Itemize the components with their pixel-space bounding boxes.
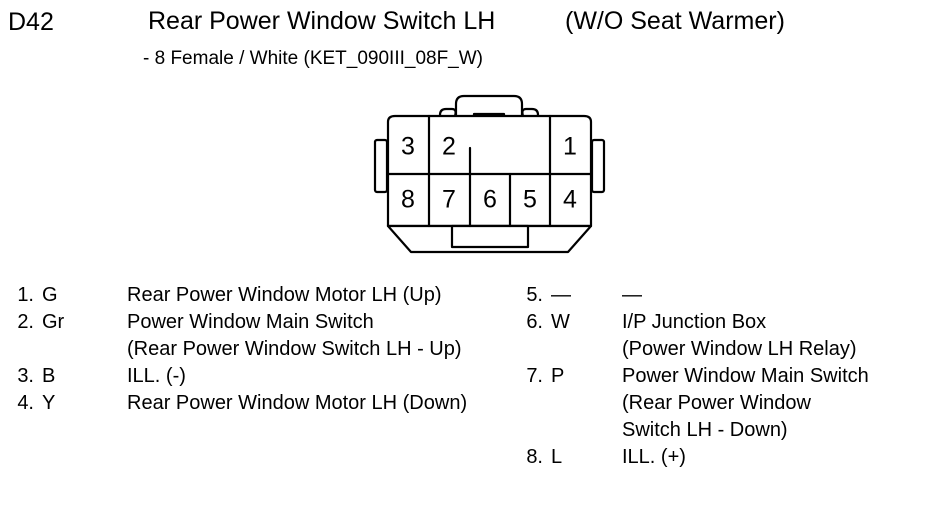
legend-wire-color: — (551, 284, 571, 306)
cavity-number-6: 6 (483, 186, 497, 214)
legend-pin-number: 3. (17, 365, 34, 387)
legend-description: Power Window Main Switch (127, 311, 374, 333)
cavity-number-3: 3 (401, 133, 415, 161)
connector-outline-svg: 3 2 1 8 7 6 5 4 (373, 94, 606, 254)
legend-description: Power Window Main Switch (622, 365, 869, 387)
legend-row: 2. Gr Power Window Main Switch (0, 309, 510, 336)
connector-variant: (W/O Seat Warmer) (565, 7, 785, 35)
legend-pin-number: 7. (526, 365, 543, 387)
legend-pin-number: 1. (17, 284, 34, 306)
connector-pinout-diagram: 3 2 1 8 7 6 5 4 (372, 86, 608, 262)
legend-row: 1. G Rear Power Window Motor LH (Up) (0, 282, 510, 309)
legend-row-continuation: (Power Window LH Relay) (505, 336, 935, 363)
legend-row: 8. L ILL. (+) (505, 444, 935, 471)
legend-wire-color: Y (42, 392, 56, 414)
legend-description: — (622, 284, 642, 306)
cavity-number-8: 8 (401, 186, 415, 214)
cavity-number-7: 7 (442, 186, 456, 214)
legend-pin-number: 6. (526, 311, 543, 333)
legend-column-left: 1. G Rear Power Window Motor LH (Up) 2. … (0, 282, 510, 417)
legend-row-continuation: (Rear Power Window Switch LH - Up) (0, 336, 510, 363)
cavity-number-2: 2 (442, 133, 456, 161)
legend-column-right: 5. — — 6. W I/P Junction Box (Power Wind… (505, 282, 935, 471)
legend-row: 7. P Power Window Main Switch (505, 363, 935, 390)
legend-description: ILL. (+) (622, 446, 686, 468)
connector-housing-body (386, 114, 593, 228)
legend-description: I/P Junction Box (622, 311, 767, 333)
legend-wire-color: P (551, 365, 565, 387)
legend-wire-color: G (42, 284, 58, 306)
legend-pin-number: 5. (526, 284, 543, 306)
legend-wire-color: Gr (42, 311, 65, 333)
legend-row: 6. W I/P Junction Box (505, 309, 935, 336)
legend-description: Rear Power Window Motor LH (Down) (127, 392, 468, 414)
pin-assignment-legend: 1. G Rear Power Window Motor LH (Up) 2. … (0, 282, 935, 502)
legend-description: (Power Window LH Relay) (622, 338, 857, 360)
legend-row-continuation: Switch LH - Down) (505, 417, 935, 444)
connector-code: D42 (8, 8, 54, 36)
side-tab-right (590, 138, 606, 194)
side-tab-left (373, 138, 389, 194)
page-title: Rear Power Window Switch LH (148, 7, 496, 35)
legend-wire-color: B (42, 365, 56, 387)
legend-description: (Rear Power Window Switch LH - Up) (127, 338, 462, 360)
legend-description: ILL. (-) (127, 365, 186, 387)
legend-wire-color: L (551, 446, 563, 468)
cavity-number-1: 1 (563, 133, 577, 161)
connector-base-tab (450, 224, 530, 249)
legend-row: 3. B ILL. (-) (0, 363, 510, 390)
legend-pin-number: 2. (17, 311, 34, 333)
legend-pin-number: 8. (526, 446, 543, 468)
legend-description: Switch LH - Down) (622, 419, 788, 441)
legend-pin-number: 4. (17, 392, 34, 414)
legend-description: Rear Power Window Motor LH (Up) (127, 284, 442, 306)
legend-row: 5. — — (505, 282, 935, 309)
cavity-number-4: 4 (563, 186, 577, 214)
legend-description: (Rear Power Window (622, 392, 811, 414)
cavity-number-5: 5 (523, 186, 537, 214)
legend-row: 4. Y Rear Power Window Motor LH (Down) (0, 390, 510, 417)
legend-wire-color: W (551, 311, 570, 333)
legend-row-continuation: (Rear Power Window (505, 390, 935, 417)
connector-subtitle: - 8 Female / White (KET_090III_08F_W) (143, 48, 484, 69)
